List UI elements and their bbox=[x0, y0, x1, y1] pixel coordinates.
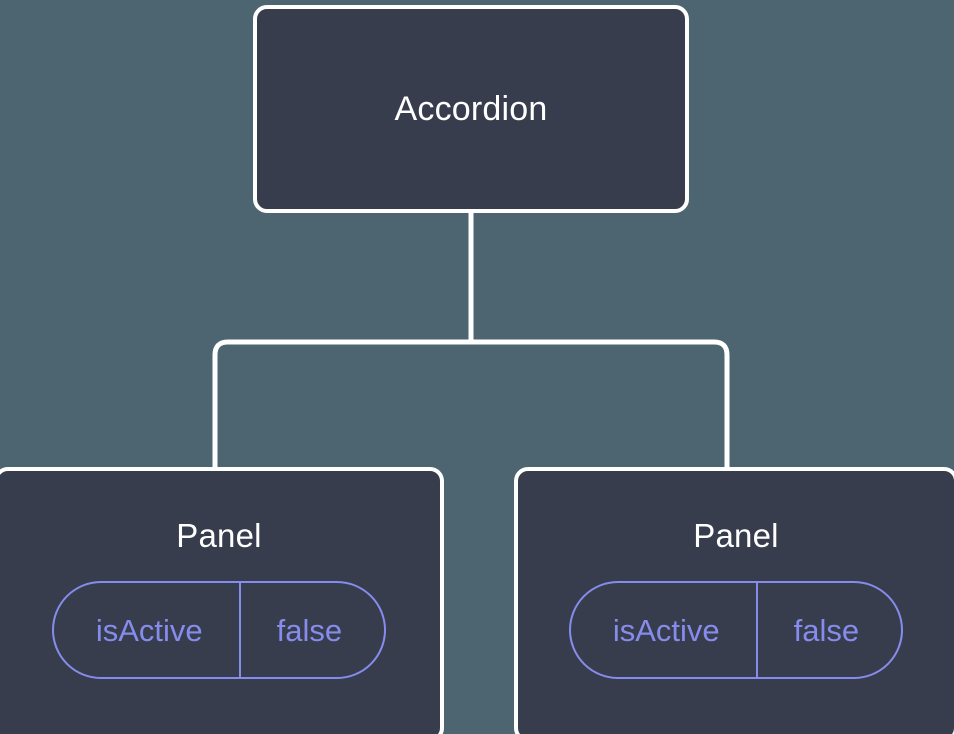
node-panel-1-state-badge[interactable]: isActive false bbox=[51, 581, 387, 679]
node-panel-2-state-badge[interactable]: isActive false bbox=[568, 581, 904, 679]
edge-accordion-to-panel-1 bbox=[212, 339, 471, 470]
node-panel-2-state-key: isActive bbox=[612, 612, 720, 648]
node-accordion-label: Accordion bbox=[394, 90, 548, 128]
node-panel-2[interactable]: Panel isActive false bbox=[514, 467, 954, 734]
node-panel-1[interactable]: Panel isActive false bbox=[0, 467, 444, 734]
node-panel-1-label: Panel bbox=[176, 517, 262, 554]
node-panel-2-state-value: false bbox=[755, 583, 901, 677]
node-panel-1-state-value: false bbox=[238, 583, 384, 677]
node-panel-2-label: Panel bbox=[693, 517, 779, 554]
edge-accordion-to-panel-2 bbox=[471, 339, 730, 470]
node-accordion[interactable]: Accordion bbox=[253, 5, 689, 213]
node-panel-1-state-key: isActive bbox=[95, 612, 203, 648]
